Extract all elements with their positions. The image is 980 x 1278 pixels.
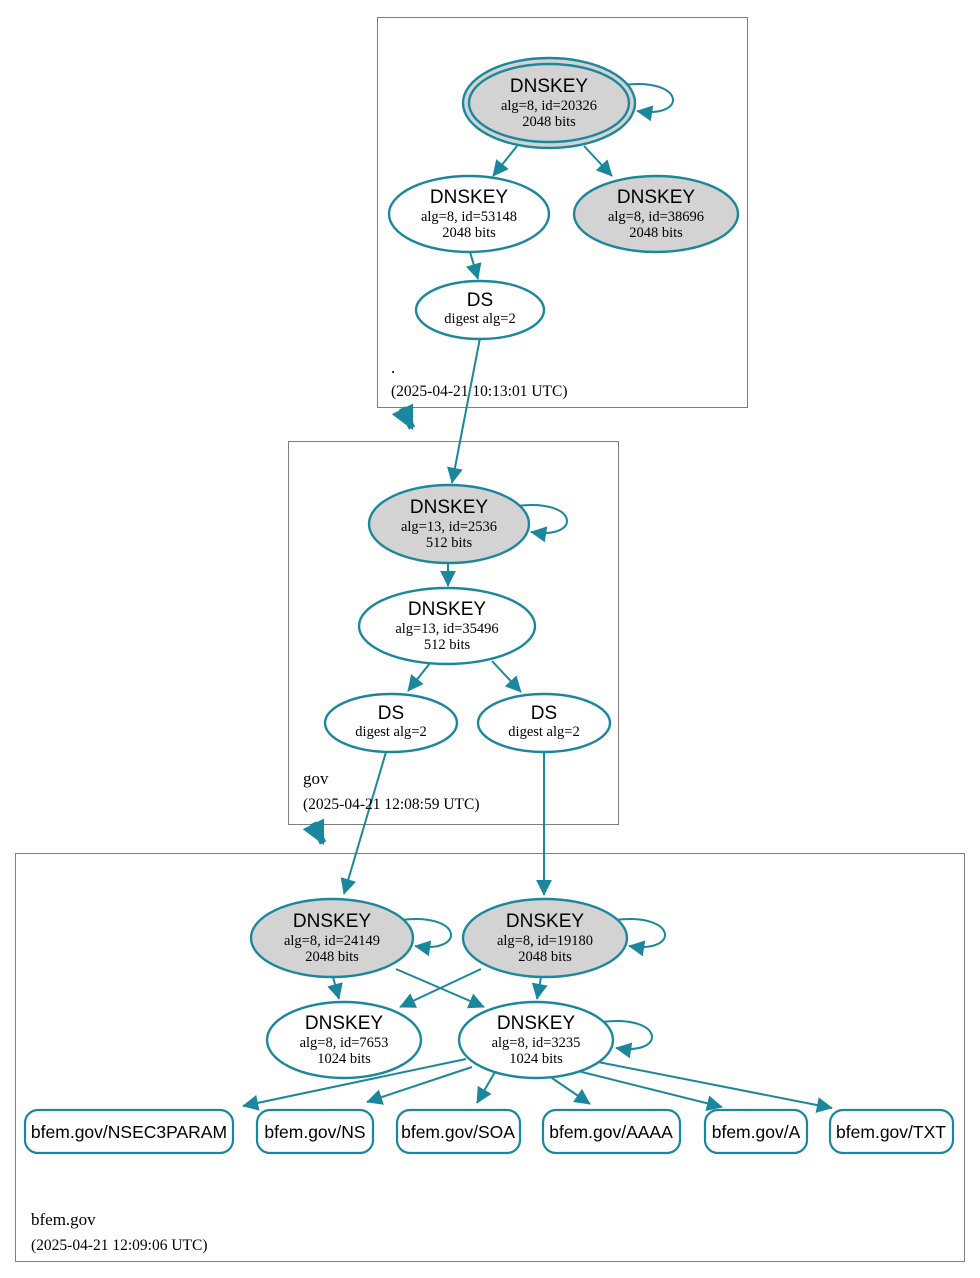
node-alg: alg=8, id=7653 xyxy=(300,1035,389,1051)
delegation-arrow-root-to-gov xyxy=(391,403,416,431)
edge-53148-to-ds-root xyxy=(466,251,482,280)
node-digest: digest alg=2 xyxy=(355,724,426,740)
edges-root-zone xyxy=(391,82,674,484)
node-alg: alg=8, id=38696 xyxy=(608,209,704,225)
edge-24149-to-7653 xyxy=(327,976,343,1000)
node-bits: 1024 bits xyxy=(509,1051,563,1067)
dnskey-node-20326[interactable]: DNSKEY alg=8, id=20326 2048 bits xyxy=(461,56,637,150)
delegation-arrow-gov-to-bfem-gov xyxy=(302,818,327,846)
rrset-node-nsec3param[interactable]: bfem.gov/NSEC3PARAM xyxy=(23,1108,235,1155)
ds-node-root[interactable]: DS digest alg=2 xyxy=(414,279,546,341)
node-digest: digest alg=2 xyxy=(444,311,515,327)
rrset-node-aaaa[interactable]: bfem.gov/AAAA xyxy=(541,1108,682,1155)
inner-ksk-ring xyxy=(467,62,631,144)
node-bits: 512 bits xyxy=(424,637,471,653)
dnskey-node-3235[interactable]: DNSKEY alg=8, id=3235 1024 bits xyxy=(457,1000,615,1080)
node-title: DS xyxy=(531,703,557,724)
node-bits: 2048 bits xyxy=(518,949,572,965)
edge-35496-to-ds-gov-2 xyxy=(491,660,522,693)
rrset-label: bfem.gov/AAAA xyxy=(549,1122,673,1142)
node-title: DNSKEY xyxy=(497,1013,575,1034)
dnskey-node-53148[interactable]: DNSKEY alg=8, id=53148 2048 bits xyxy=(387,174,551,254)
edge-ds-gov-1-to-dnskey-24149 xyxy=(340,751,387,895)
edge-3235-to-soa xyxy=(476,1071,496,1104)
node-bits: 2048 bits xyxy=(442,225,496,241)
node-alg: alg=13, id=35496 xyxy=(395,621,498,637)
node-title: DS xyxy=(467,290,493,311)
dnskey-node-19180[interactable]: DNSKEY alg=8, id=19180 2048 bits xyxy=(461,897,629,979)
dnskey-node-35496[interactable]: DNSKEY alg=13, id=35496 512 bits xyxy=(357,586,537,666)
edges-gov-zone xyxy=(302,503,568,896)
edge-3235-to-ns xyxy=(366,1066,473,1105)
edge-3235-to-aaaa xyxy=(548,1075,591,1105)
edge-19180-to-3235 xyxy=(531,976,548,1000)
node-title: DNSKEY xyxy=(430,187,508,208)
edge-3235-to-txt xyxy=(597,1061,833,1113)
node-alg: alg=8, id=53148 xyxy=(421,209,517,225)
node-digest: digest alg=2 xyxy=(508,724,579,740)
edge-ds-root-to-gov-dnskey-2536 xyxy=(447,337,481,484)
edge-20326-to-38696 xyxy=(583,145,613,177)
node-alg: alg=8, id=3235 xyxy=(492,1035,581,1051)
edges-bfem-zone xyxy=(242,917,833,1113)
node-title: DNSKEY xyxy=(408,599,486,620)
self-loop-dnskey-2536 xyxy=(516,503,568,543)
node-title: DNSKEY xyxy=(510,76,588,97)
rrset-node-txt[interactable]: bfem.gov/TXT xyxy=(828,1108,955,1155)
rrset-label: bfem.gov/SOA xyxy=(401,1122,515,1142)
node-alg: alg=8, id=24149 xyxy=(284,933,380,949)
node-alg: alg=8, id=20326 xyxy=(501,98,597,114)
node-bits: 2048 bits xyxy=(629,225,683,241)
node-title: DNSKEY xyxy=(293,911,371,932)
zone-label-gov: gov xyxy=(303,769,329,788)
zone-timestamp-bfem-gov: (2025-04-21 12:09:06 UTC) xyxy=(31,1237,208,1254)
node-title: DNSKEY xyxy=(410,497,488,518)
edge-3235-to-a xyxy=(573,1069,723,1112)
rrset-label: bfem.gov/A xyxy=(712,1122,801,1142)
self-loop-dnskey-3235 xyxy=(601,1019,653,1059)
dnskey-node-38696[interactable]: DNSKEY alg=8, id=38696 2048 bits xyxy=(572,174,740,254)
node-bits: 512 bits xyxy=(426,535,473,551)
node-alg: alg=8, id=19180 xyxy=(497,933,593,949)
ds-node-gov-2[interactable]: DS digest alg=2 xyxy=(476,692,612,754)
self-loop-dnskey-19180 xyxy=(614,917,666,957)
node-alg: alg=13, id=2536 xyxy=(401,519,497,535)
node-bits: 2048 bits xyxy=(522,114,576,130)
edge-20326-to-53148 xyxy=(492,145,518,177)
rrset-node-a[interactable]: bfem.gov/A xyxy=(703,1108,809,1155)
zone-label-root: . xyxy=(391,358,395,377)
node-bits: 2048 bits xyxy=(305,949,359,965)
edge-3235-to-nsec3param xyxy=(242,1058,467,1111)
node-title: DNSKEY xyxy=(305,1013,383,1034)
rrset-label: bfem.gov/NSEC3PARAM xyxy=(31,1122,227,1142)
zone-timestamp-root: (2025-04-21 10:13:01 UTC) xyxy=(391,383,568,400)
self-loop-dnskey-20326 xyxy=(622,82,674,122)
dnskey-node-7653[interactable]: DNSKEY alg=8, id=7653 1024 bits xyxy=(265,1000,423,1080)
edge-35496-to-ds-gov-1 xyxy=(407,662,431,692)
ds-node-gov-1[interactable]: DS digest alg=2 xyxy=(323,692,459,754)
node-title: DNSKEY xyxy=(617,187,695,208)
rrset-node-ns[interactable]: bfem.gov/NS xyxy=(255,1108,375,1155)
edge-19180-to-7653 xyxy=(399,968,482,1008)
self-loop-dnskey-24149 xyxy=(400,917,452,957)
dnskey-node-24149[interactable]: DNSKEY alg=8, id=24149 2048 bits xyxy=(249,897,415,979)
zone-timestamp-gov: (2025-04-21 12:08:59 UTC) xyxy=(303,796,480,813)
node-bits: 1024 bits xyxy=(317,1051,371,1067)
rrset-label: bfem.gov/NS xyxy=(264,1122,365,1142)
node-title: DS xyxy=(378,703,404,724)
dnskey-node-2536[interactable]: DNSKEY alg=13, id=2536 512 bits xyxy=(367,483,531,565)
rrset-label: bfem.gov/TXT xyxy=(836,1122,946,1142)
rrset-node-soa[interactable]: bfem.gov/SOA xyxy=(395,1108,522,1155)
zone-label-bfem-gov: bfem.gov xyxy=(31,1210,96,1229)
node-title: DNSKEY xyxy=(506,911,584,932)
